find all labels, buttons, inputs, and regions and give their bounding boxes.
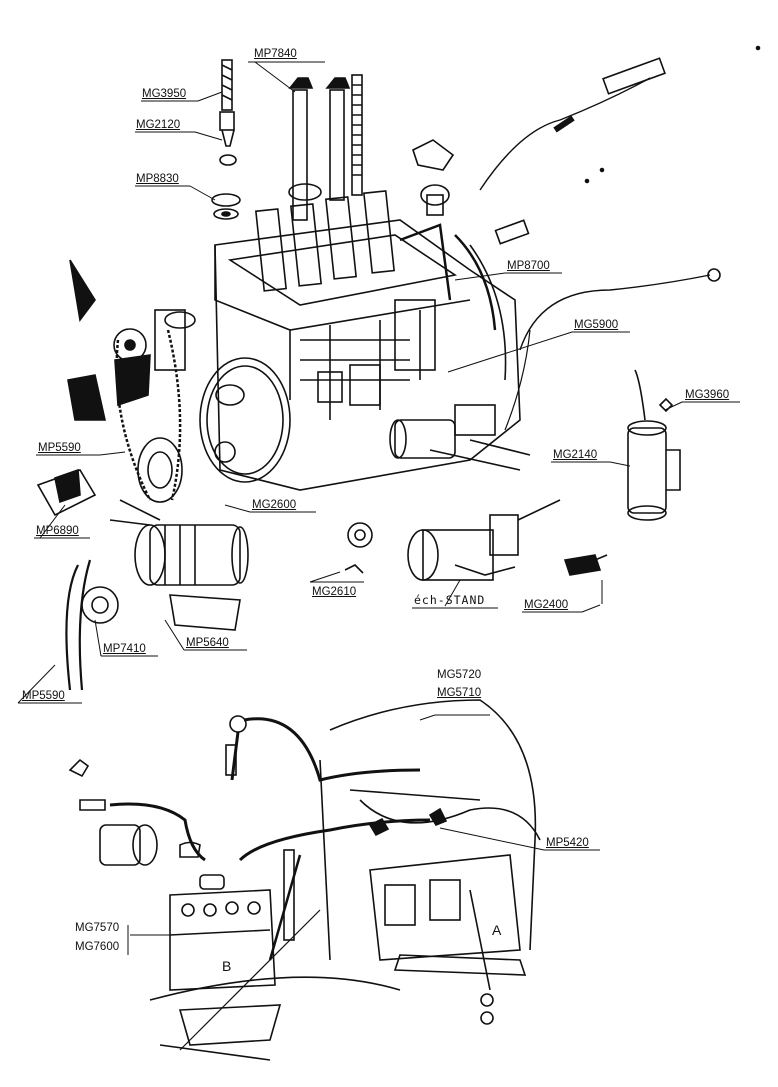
label-a: A [492,922,502,938]
starter-motor-mounted [389,404,531,471]
starter-motor-loose [344,499,561,581]
label-mp6890: MP6890 [36,525,79,537]
label-mp7410: MP7410 [103,643,146,655]
dynamo [109,499,249,631]
label-mg2610: MG2610 [312,586,357,598]
label-mp5590-top: MP5590 [38,442,81,454]
distributor-parts [412,57,721,431]
voltage-regulator [36,468,97,517]
label-mg7570: MG7570 [75,922,120,934]
pulley-and-belt [65,559,119,691]
timing-cover [199,357,291,483]
label-mg5900: MG5900 [574,319,619,331]
label-mp8700: MP8700 [507,260,550,272]
car-body-wiring [68,699,541,1025]
label-mp5590-bottom: MP5590 [22,690,65,702]
label-mg2140: MG2140 [553,449,598,461]
label-mp8830: MP8830 [136,173,179,185]
engine-block [214,183,521,491]
label-mp5640: MP5640 [186,637,229,649]
label-ech-stand: éch-STAND [414,593,486,607]
label-mg5710: MG5710 [437,687,482,699]
label-mg2120: MG2120 [136,119,181,131]
ignition-coil [627,369,681,521]
label-mg2600: MG2600 [252,499,297,511]
label-mg2400: MG2400 [524,599,569,611]
washers [211,193,241,220]
spark-plug-parts [219,59,237,166]
label-mp5420: MP5420 [546,837,589,849]
label-mp7840: MP7840 [254,48,297,60]
fan-and-pump [67,259,196,503]
battery [159,849,321,1061]
label-b: B [222,958,232,974]
push-rods [288,74,363,221]
label-mg3960: MG3960 [685,389,730,401]
label-mg7600: MG7600 [75,941,120,953]
label-mg3950: MG3950 [142,88,187,100]
label-mg5720: MG5720 [437,669,482,681]
switch-part [563,554,608,576]
